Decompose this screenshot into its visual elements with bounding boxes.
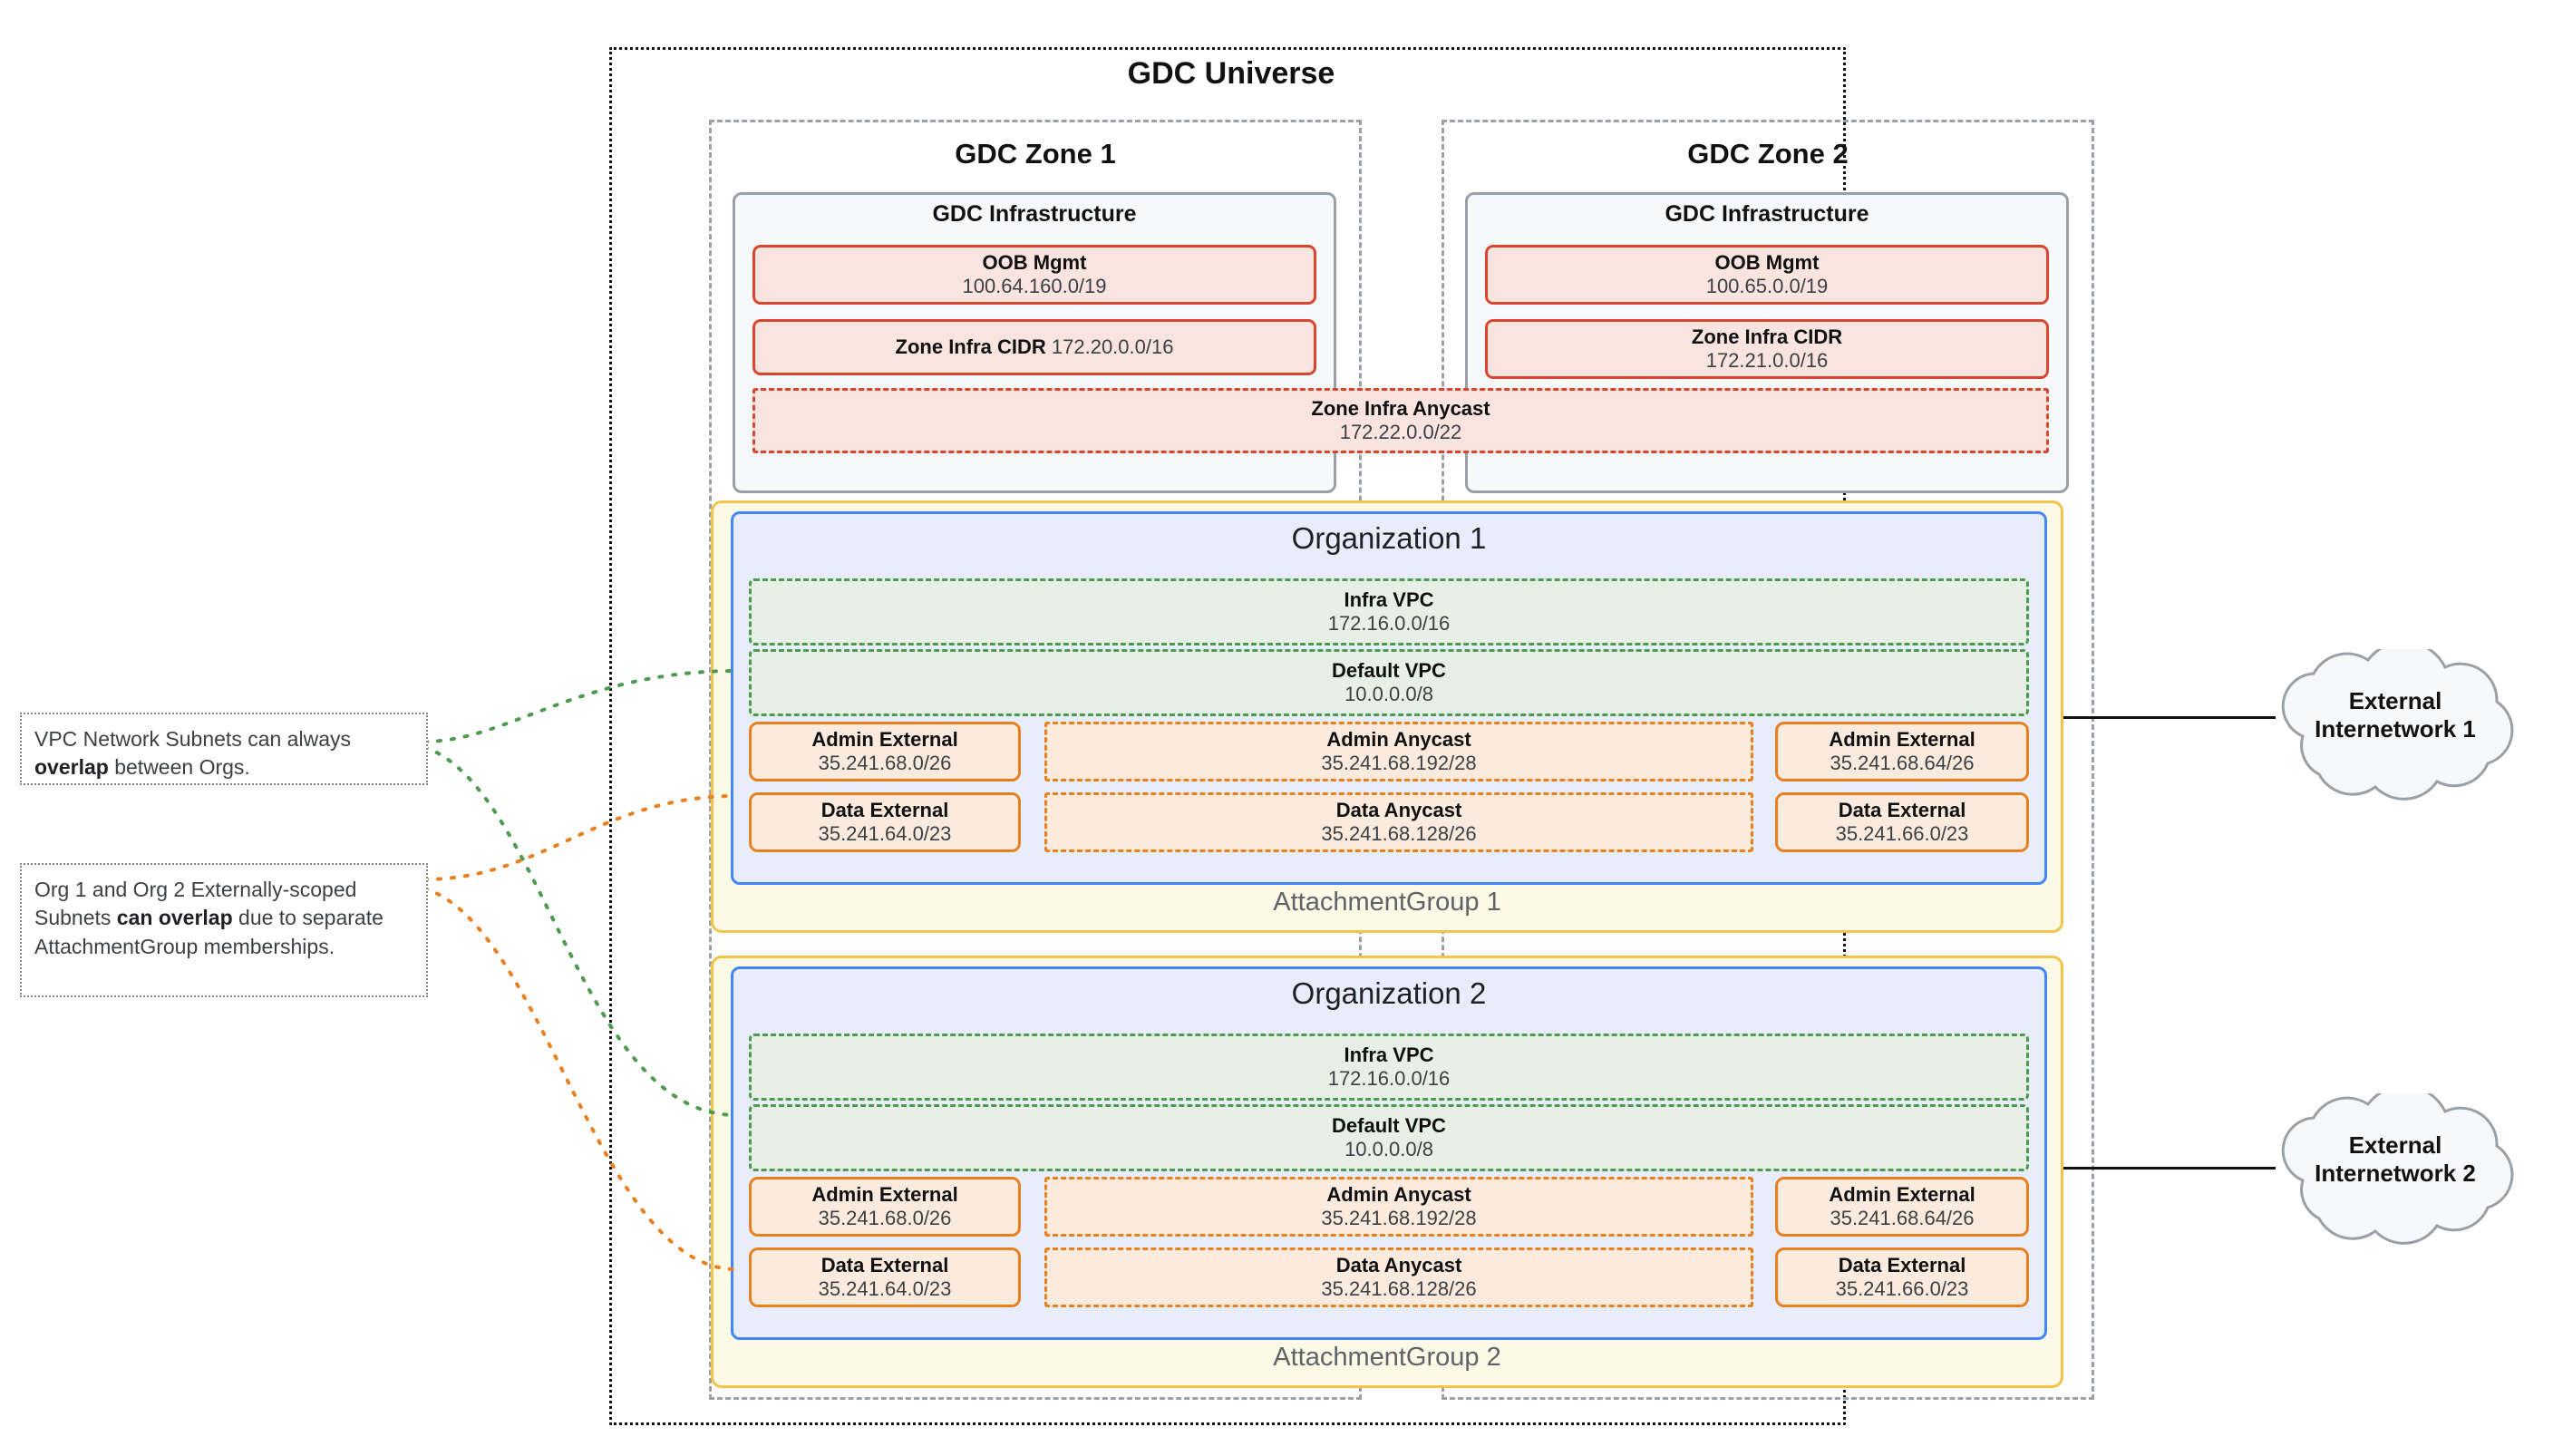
- data-external-left-org-2-label: Data External: [820, 1254, 949, 1277]
- external-internetwork-1: External Internetwork 1: [2259, 640, 2531, 801]
- callout-vpc-overlap-text: VPC Network Subnets can always overlap b…: [34, 725, 413, 782]
- default-vpc-org-2-cidr: 10.0.0.0/8: [1344, 1138, 1433, 1160]
- zone-infra-cidr-zone-2-cidr: 172.21.0.0/16: [1705, 349, 1829, 372]
- external-internetwork-1-line1: External: [2348, 687, 2442, 714]
- oob-mgmt-zone-1-label: OOB Mgmt: [982, 251, 1087, 275]
- default-vpc-org-2-label: Default VPC: [1332, 1114, 1446, 1138]
- admin-anycast-org-2: Admin Anycast 35.241.68.192/28: [1044, 1177, 1753, 1237]
- external-internetwork-2: External Internetwork 2: [2259, 1084, 2531, 1246]
- oob-mgmt-zone-2-cidr: 100.65.0.0/19: [1705, 275, 1829, 297]
- oob-mgmt-zone-1: OOB Mgmt 100.64.160.0/19: [752, 245, 1316, 305]
- zone-infra-cidr-zone-1-label: Zone Infra CIDR: [895, 335, 1046, 359]
- admin-external-left-org-1-label: Admin External: [811, 728, 958, 752]
- oob-mgmt-zone-1-cidr: 100.64.160.0/19: [962, 275, 1107, 297]
- zone-infra-anycast-label: Zone Infra Anycast: [1311, 397, 1490, 421]
- callout-vpc-overlap: VPC Network Subnets can always overlap b…: [20, 713, 428, 785]
- data-external-left-org-2-cidr: 35.241.64.0/23: [818, 1277, 952, 1300]
- callout-2-bold: can overlap: [116, 906, 233, 930]
- admin-external-right-org-2-label: Admin External: [1829, 1183, 1975, 1207]
- zone-infra-cidr-zone-1-cidr: 172.20.0.0/16: [1051, 335, 1174, 359]
- external-internetwork-2-label: External Internetwork 2: [2277, 1131, 2513, 1188]
- cloud-shape-icon: [2281, 640, 2514, 801]
- infra-vpc-org-2: Infra VPC 172.16.0.0/16: [749, 1034, 2029, 1101]
- data-anycast-org-2-cidr: 35.241.68.128/26: [1321, 1277, 1477, 1300]
- admin-anycast-org-2-label: Admin Anycast: [1326, 1183, 1471, 1207]
- data-external-right-org-1-cidr: 35.241.66.0/23: [1835, 822, 1969, 845]
- data-anycast-org-2: Data Anycast 35.241.68.128/26: [1044, 1247, 1753, 1307]
- external-internetwork-1-line2: Internetwork 1: [2315, 715, 2476, 743]
- infra-vpc-org-2-cidr: 172.16.0.0/16: [1327, 1067, 1451, 1090]
- connector-org1-to-internetwork-1: [2063, 716, 2276, 719]
- zone-infra-cidr-zone-1: Zone Infra CIDR 172.20.0.0/16: [752, 319, 1316, 375]
- gdc-infrastructure-zone-1-title: GDC Infrastructure: [932, 201, 1137, 227]
- zone-infra-cidr-zone-2: Zone Infra CIDR 172.21.0.0/16: [1485, 319, 2049, 379]
- external-internetwork-2-line1: External: [2348, 1131, 2442, 1159]
- admin-external-right-org-1: Admin External 35.241.68.64/26: [1775, 722, 2029, 781]
- callout-external-scoped-overlap: Org 1 and Org 2 Externally-scoped Subnet…: [20, 863, 428, 997]
- callout-2-pre: Org 1 and Org 2 Externally-scoped Subnet…: [34, 878, 357, 930]
- callout-1-pre: VPC Network Subnets can always: [34, 727, 351, 751]
- external-internetwork-2-line2: Internetwork 2: [2315, 1160, 2476, 1188]
- infra-vpc-org-1-label: Infra VPC: [1344, 588, 1434, 612]
- data-anycast-org-1-label: Data Anycast: [1335, 799, 1462, 822]
- infra-vpc-org-2-label: Infra VPC: [1344, 1043, 1434, 1067]
- admin-anycast-org-1: Admin Anycast 35.241.68.192/28: [1044, 722, 1753, 781]
- data-external-right-org-2-label: Data External: [1838, 1254, 1966, 1277]
- data-external-right-org-1: Data External 35.241.66.0/23: [1775, 792, 2029, 852]
- admin-anycast-org-1-label: Admin Anycast: [1326, 728, 1471, 752]
- data-external-left-org-1-cidr: 35.241.64.0/23: [818, 822, 952, 845]
- admin-external-left-org-1-cidr: 35.241.68.0/26: [818, 752, 952, 774]
- admin-external-left-org-1: Admin External 35.241.68.0/26: [749, 722, 1021, 781]
- default-vpc-org-1-label: Default VPC: [1332, 659, 1446, 683]
- data-external-right-org-2: Data External 35.241.66.0/23: [1775, 1247, 2029, 1307]
- admin-anycast-org-1-cidr: 35.241.68.192/28: [1321, 752, 1477, 774]
- gdc-zone-1-title: GDC Zone 1: [955, 138, 1116, 170]
- admin-external-left-org-2-label: Admin External: [811, 1183, 958, 1207]
- zone-infra-cidr-zone-2-label: Zone Infra CIDR: [1691, 325, 1843, 349]
- default-vpc-org-2: Default VPC 10.0.0.0/8: [749, 1104, 2029, 1171]
- admin-external-right-org-2-cidr: 35.241.68.64/26: [1830, 1207, 1975, 1229]
- connector-org2-to-internetwork-2: [2063, 1167, 2276, 1170]
- admin-external-right-org-1-label: Admin External: [1829, 728, 1975, 752]
- cloud-shape-icon: [2281, 1084, 2514, 1245]
- oob-mgmt-zone-2: OOB Mgmt 100.65.0.0/19: [1485, 245, 2049, 305]
- callout-1-bold: overlap: [34, 755, 109, 780]
- organization-1-title: Organization 1: [1291, 521, 1487, 555]
- external-internetwork-1-label: External Internetwork 1: [2277, 687, 2513, 743]
- data-anycast-org-2-label: Data Anycast: [1335, 1254, 1462, 1277]
- admin-external-right-org-1-cidr: 35.241.68.64/26: [1830, 752, 1975, 774]
- callout-external-scoped-overlap-text: Org 1 and Org 2 Externally-scoped Subnet…: [34, 876, 413, 961]
- admin-external-left-org-2: Admin External 35.241.68.0/26: [749, 1177, 1021, 1237]
- callout-2-post: due to separate AttachmentGroup membersh…: [34, 906, 383, 958]
- attachment-group-2-label: AttachmentGroup 2: [1273, 1343, 1501, 1372]
- callout-1-post: between Orgs.: [108, 755, 250, 780]
- admin-external-left-org-2-cidr: 35.241.68.0/26: [818, 1207, 952, 1229]
- gdc-zone-2-title: GDC Zone 2: [1687, 138, 1849, 170]
- zone-infra-anycast: Zone Infra Anycast 172.22.0.0/22: [752, 388, 2049, 453]
- data-anycast-org-1: Data Anycast 35.241.68.128/26: [1044, 792, 1753, 852]
- data-external-left-org-1-label: Data External: [820, 799, 949, 822]
- admin-external-right-org-2: Admin External 35.241.68.64/26: [1775, 1177, 2029, 1237]
- zone-infra-anycast-cidr: 172.22.0.0/22: [1339, 421, 1462, 443]
- attachment-group-1-label: AttachmentGroup 1: [1273, 888, 1501, 917]
- gdc-infrastructure-zone-2-title: GDC Infrastructure: [1665, 201, 1869, 227]
- data-external-left-org-1: Data External 35.241.64.0/23: [749, 792, 1021, 852]
- data-external-right-org-1-label: Data External: [1838, 799, 1966, 822]
- data-external-left-org-2: Data External 35.241.64.0/23: [749, 1247, 1021, 1307]
- default-vpc-org-1: Default VPC 10.0.0.0/8: [749, 649, 2029, 716]
- data-anycast-org-1-cidr: 35.241.68.128/26: [1321, 822, 1477, 845]
- infra-vpc-org-1-cidr: 172.16.0.0/16: [1327, 612, 1451, 635]
- oob-mgmt-zone-2-label: OOB Mgmt: [1714, 251, 1820, 275]
- zone-infra-cidr-zone-1-text: Zone Infra CIDR 172.20.0.0/16: [896, 335, 1174, 359]
- default-vpc-org-1-cidr: 10.0.0.0/8: [1344, 683, 1433, 705]
- organization-2-title: Organization 2: [1291, 976, 1487, 1010]
- gdc-universe-title: GDC Universe: [1127, 56, 1335, 91]
- admin-anycast-org-2-cidr: 35.241.68.192/28: [1321, 1207, 1477, 1229]
- infra-vpc-org-1: Infra VPC 172.16.0.0/16: [749, 578, 2029, 645]
- data-external-right-org-2-cidr: 35.241.66.0/23: [1835, 1277, 1969, 1300]
